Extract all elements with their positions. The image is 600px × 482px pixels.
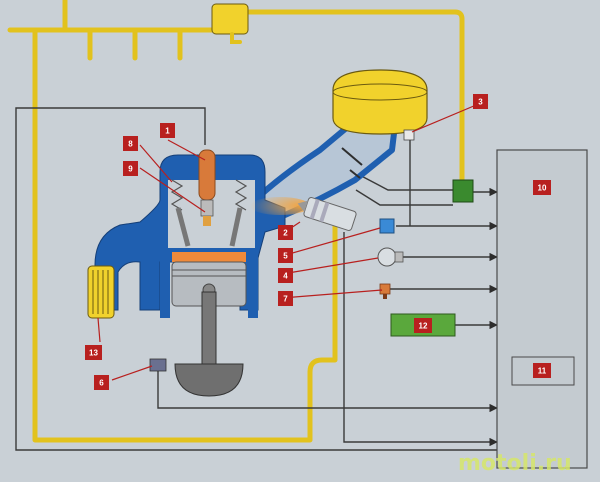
valve-springs — [170, 179, 248, 211]
callout-5: 5 — [278, 248, 293, 263]
fuel-return-line — [242, 9, 465, 189]
oil-filter — [87, 265, 115, 319]
callout-1-label: 1 — [165, 127, 170, 136]
callout-2-label: 2 — [283, 229, 288, 238]
callout-7: 7 — [278, 291, 293, 306]
leader-lines — [97, 99, 489, 381]
callout-9-label: 9 — [128, 165, 133, 174]
fuel-supply-line — [32, 27, 338, 443]
callout-13: 13 — [85, 345, 102, 360]
callout-7-label: 7 — [283, 295, 288, 304]
callout-8: 8 — [123, 136, 138, 151]
callout-markers: 1 8 9 2 5 4 7 13 6 3 10 12 11 — [85, 94, 551, 390]
callout-3-label: 3 — [478, 98, 483, 107]
sensor-6-wire — [157, 365, 498, 413]
callout-2: 2 — [278, 225, 293, 240]
watermark: motoli.ru — [458, 451, 572, 476]
sensor-4 — [377, 247, 404, 267]
sensor-3-body — [403, 129, 415, 141]
sensor-green-box — [452, 179, 474, 203]
injector-wire — [343, 232, 498, 447]
callout-13-label: 13 — [89, 349, 98, 358]
callout-3: 3 — [473, 94, 488, 109]
sensor-5 — [379, 218, 395, 234]
fuel-injector — [297, 197, 357, 231]
injection-spray — [250, 197, 310, 215]
callout-4: 4 — [278, 268, 293, 283]
callout-12-label: 12 — [419, 322, 428, 331]
callout-10-label: 10 — [538, 184, 547, 193]
engine — [94, 149, 286, 397]
callout-5-label: 5 — [283, 252, 288, 261]
callout-6-label: 6 — [99, 379, 104, 388]
callout-8-label: 8 — [128, 140, 133, 149]
ecu-panel — [496, 149, 588, 469]
crank-counterweight — [174, 363, 244, 397]
fuel-lines — [7, 0, 465, 443]
callout-11: 11 — [533, 363, 551, 378]
callout-4-label: 4 — [283, 272, 288, 281]
callout-1: 1 — [160, 123, 175, 138]
callout-6: 6 — [94, 375, 109, 390]
sensor-7 — [379, 283, 391, 299]
intake-sensor-wire-b — [355, 189, 453, 206]
air-intake — [247, 69, 428, 218]
air-receiver — [332, 69, 428, 135]
fuel-pressure-regulator — [211, 3, 249, 44]
callout-12: 12 — [414, 318, 432, 333]
callout-9: 9 — [123, 161, 138, 176]
connecting-rod — [201, 291, 217, 365]
callout-10: 10 — [533, 180, 551, 195]
ecu-wiring — [15, 107, 498, 451]
callout-11-label: 11 — [538, 367, 547, 376]
sensor-6 — [149, 358, 167, 372]
ecu-loop-wire — [15, 107, 497, 451]
